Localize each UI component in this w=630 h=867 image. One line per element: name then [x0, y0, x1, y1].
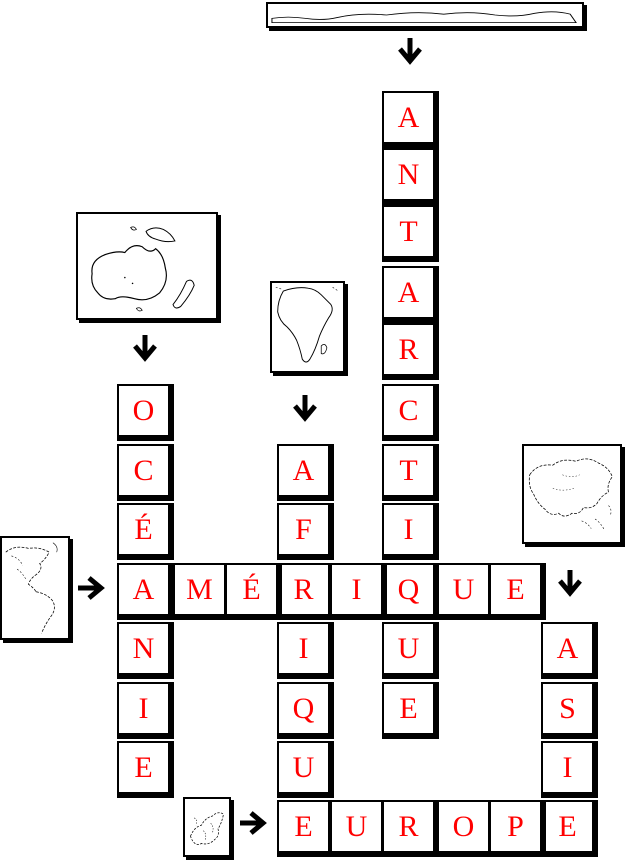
cell-antarctique-8: I	[382, 503, 439, 560]
cell-oceanie-3: É	[117, 503, 174, 560]
cell-antarctique-10: U	[382, 622, 439, 679]
cell-antarctique-2: N	[382, 148, 439, 205]
down-arrow-icon	[555, 568, 585, 598]
cell-antarctique-6: C	[382, 384, 439, 441]
cell-asie-4: E	[541, 800, 598, 857]
right-arrow-icon	[76, 573, 106, 603]
cell-europe-3: R	[382, 800, 439, 857]
cell-afrique-7: E	[277, 800, 334, 857]
cell-oceanie-4: A	[117, 563, 174, 620]
right-arrow-icon	[238, 808, 268, 838]
cell-afrique-6: U	[277, 741, 334, 798]
cell-amerique-2: M	[173, 563, 230, 620]
down-arrow-icon	[130, 333, 160, 363]
cell-antarctique-4: A	[382, 266, 439, 323]
cell-antarctique-1: A	[382, 91, 439, 148]
cell-oceanie-7: E	[117, 741, 174, 798]
cell-oceanie-5: N	[117, 622, 174, 679]
cell-afrique-1: A	[277, 444, 334, 501]
cell-asie-2: S	[541, 682, 598, 739]
cell-oceanie-6: I	[117, 682, 174, 739]
cell-asie-3: I	[541, 741, 598, 798]
cell-europe-2: U	[330, 800, 387, 857]
cell-afrique-2: F	[277, 503, 334, 560]
cell-afrique-3: R	[277, 563, 334, 620]
cell-oceanie-2: C	[117, 444, 174, 501]
cell-afrique-5: Q	[277, 682, 334, 739]
down-arrow-icon	[395, 36, 425, 66]
cell-antarctique-9: Q	[382, 563, 439, 620]
cell-amerique-8: E	[489, 563, 546, 620]
cell-asie-1: A	[541, 622, 598, 679]
cell-oceanie-1: O	[117, 384, 174, 441]
cell-antarctique-5: R	[382, 323, 439, 380]
europe-map-icon	[183, 797, 231, 857]
down-arrow-icon	[290, 393, 320, 423]
cell-antarctique-7: T	[382, 444, 439, 501]
cell-amerique-7: U	[437, 563, 494, 620]
americas-map-icon	[0, 536, 70, 640]
cell-amerique-3: É	[225, 563, 282, 620]
cell-amerique-5: I	[330, 563, 387, 620]
africa-map-icon	[270, 281, 345, 373]
cell-antarctique-11: E	[382, 682, 439, 739]
cell-afrique-4: I	[277, 622, 334, 679]
antarctica-map-icon	[266, 2, 584, 28]
oceania-map-icon	[76, 212, 218, 320]
asia-map-icon	[522, 444, 622, 544]
cell-antarctique-3: T	[382, 205, 439, 262]
cell-europe-5: P	[489, 800, 546, 857]
cell-europe-4: O	[437, 800, 494, 857]
